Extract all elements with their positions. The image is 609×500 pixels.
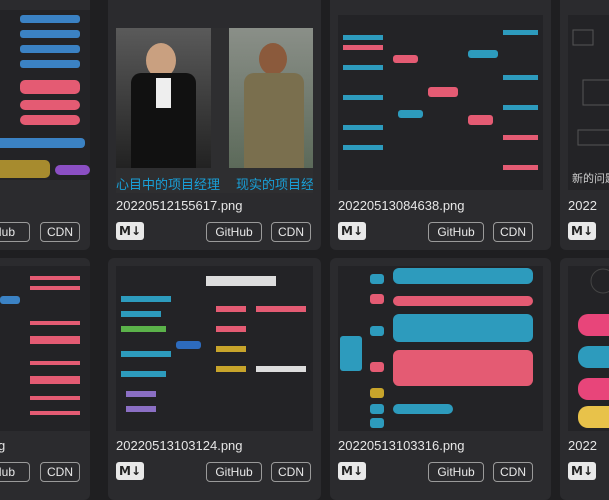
cdn-button[interactable]: CDN — [493, 222, 533, 242]
markdown-copy-button[interactable]: M↓ — [338, 462, 366, 480]
mindmap-thumbnail — [343, 30, 538, 170]
thumbnail[interactable] — [0, 266, 90, 431]
image-card-3[interactable]: 20220513084638.png M↓ GitHub CDN — [330, 0, 551, 250]
github-button[interactable]: Hub — [0, 222, 30, 242]
github-button[interactable]: GitHub — [206, 462, 262, 482]
github-button[interactable]: Hub — [0, 462, 30, 482]
image-card-8[interactable]: 2022 M↓ — [560, 258, 609, 500]
markdown-copy-button[interactable]: M↓ — [338, 222, 366, 240]
thumbnail[interactable]: 心目中的项目经理 现实的项目经理 — [116, 28, 313, 193]
cdn-button[interactable]: CDN — [40, 222, 80, 242]
image-card-4[interactable]: 新的问题 2022 M↓ — [560, 0, 609, 250]
thumbnail[interactable] — [568, 266, 609, 431]
mindmap-thumbnail — [0, 276, 80, 415]
image-card-5[interactable]: g Hub CDN — [0, 258, 90, 500]
thumbnail[interactable] — [0, 10, 90, 180]
cdn-button[interactable]: CDN — [271, 222, 311, 242]
file-name: 20220513103316.png — [338, 438, 465, 453]
flowchart-thumbnail — [572, 29, 609, 146]
thumbnail[interactable]: 新的问题 — [568, 15, 609, 190]
image-card-6[interactable]: 20220513103124.png M↓ GitHub CDN — [108, 258, 321, 500]
markdown-copy-button[interactable]: M↓ — [116, 462, 144, 480]
github-button[interactable]: GitHub — [428, 462, 484, 482]
file-name: 20220513084638.png — [338, 198, 465, 213]
thumbnail[interactable] — [116, 266, 313, 431]
image-card-1[interactable]: Hub CDN — [0, 0, 90, 250]
file-name: 2022 — [568, 438, 597, 453]
github-button[interactable]: GitHub — [206, 222, 262, 242]
file-name: 20220513103124.png — [116, 438, 243, 453]
file-name: 20220512155617.png — [116, 198, 243, 213]
file-name: g — [0, 438, 6, 453]
mindmap-thumbnail — [0, 15, 90, 178]
mindmap-thumbnail — [121, 276, 306, 412]
project-manager-real-photo — [229, 28, 313, 168]
image-card-7[interactable]: 20220513103316.png M↓ GitHub CDN — [330, 258, 551, 500]
markdown-copy-button[interactable]: M↓ — [568, 222, 596, 240]
thumbnail[interactable] — [338, 266, 543, 431]
cdn-button[interactable]: CDN — [40, 462, 80, 482]
github-button[interactable]: GitHub — [428, 222, 484, 242]
thumbnail[interactable] — [338, 15, 543, 190]
project-manager-ideal-photo — [116, 28, 211, 168]
caption: 新的问题 — [572, 173, 609, 185]
image-card-2[interactable]: 心目中的项目经理 现实的项目经理 20220512155617.png M↓ G… — [108, 0, 321, 250]
cdn-button[interactable]: CDN — [271, 462, 311, 482]
markdown-copy-button[interactable]: M↓ — [568, 462, 596, 480]
mindmap-thumbnail — [578, 268, 609, 428]
caption-ideal: 心目中的项目经理 — [116, 177, 221, 192]
markdown-copy-button[interactable]: M↓ — [116, 222, 144, 240]
cost-mindmap-thumbnail — [340, 268, 533, 428]
file-name: 2022 — [568, 198, 597, 213]
caption-real: 现实的项目经理 — [236, 177, 313, 192]
cdn-button[interactable]: CDN — [493, 462, 533, 482]
